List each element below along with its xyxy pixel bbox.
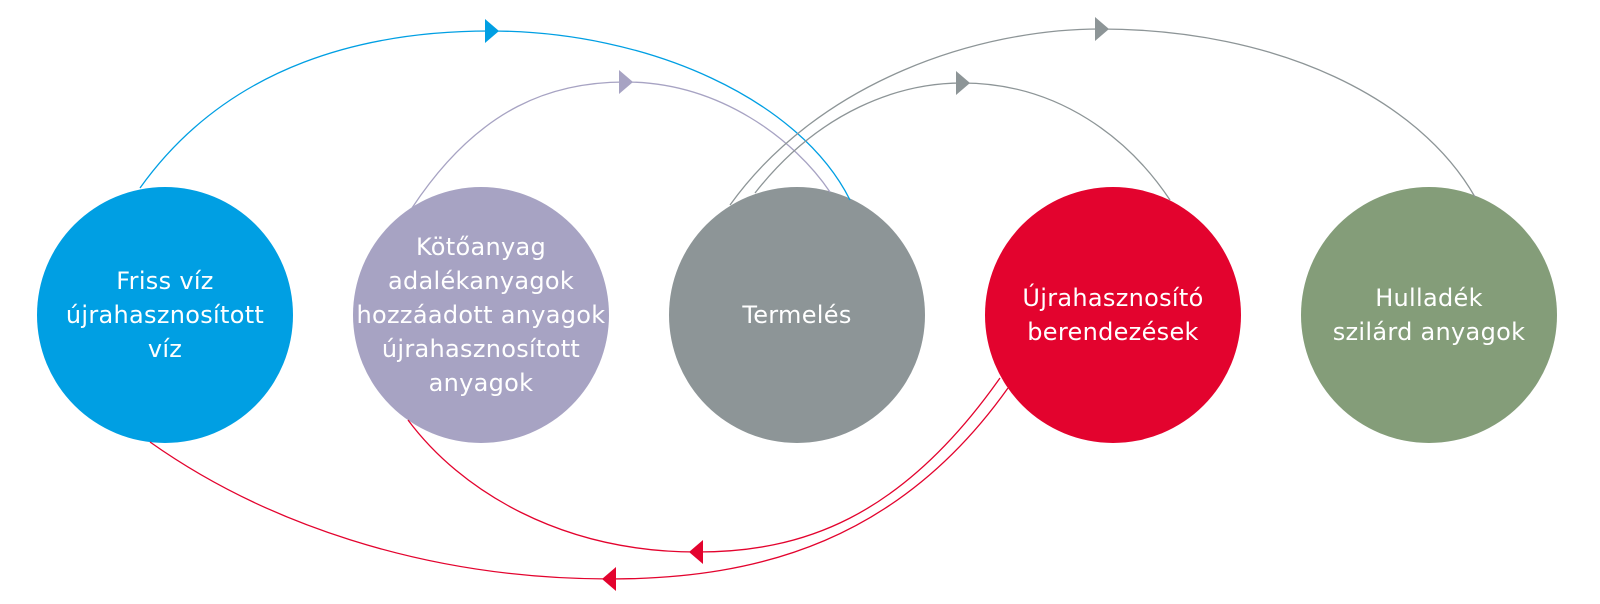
arrowhead-right-icon: [956, 71, 970, 95]
arc-production-to-recycling: [754, 82, 1171, 201]
arrowhead-left-icon: [602, 567, 616, 591]
label-line: adalékanyagok: [387, 267, 575, 295]
label-line: Kötőanyag: [415, 233, 547, 261]
label-line: Termelés: [742, 301, 852, 329]
arrowhead-right-icon: [485, 19, 499, 43]
label-line: víz: [147, 335, 183, 363]
label-line: újrahasznosított: [381, 335, 581, 363]
label-line: újrahasznosított: [65, 301, 265, 329]
label-line: Hulladék: [1375, 284, 1483, 312]
node-production: [669, 187, 925, 443]
label-production: Termelés: [669, 187, 925, 443]
label-line: Újrahasznosító: [1022, 284, 1204, 312]
label-recycling: Újrahasznosító berendezések: [985, 187, 1241, 443]
label-waste: Hulladék szilárd anyagok: [1301, 187, 1557, 443]
arc-fresh-water-to-production: [139, 30, 851, 201]
label-line: Friss víz: [116, 267, 214, 295]
node-binder: [353, 187, 609, 443]
label-fresh-water: Friss víz újrahasznosított víz: [37, 187, 293, 443]
node-fresh-water: [37, 187, 293, 443]
arrowhead-left-icon: [689, 540, 703, 564]
label-line: anyagok: [428, 369, 534, 397]
label-line: hozzáadott anyagok: [356, 301, 606, 329]
label-line: szilárd anyagok: [1332, 318, 1526, 346]
arrowhead-right-icon: [1095, 17, 1109, 41]
node-recycling: [985, 187, 1241, 443]
arrowhead-right-icon: [619, 70, 633, 94]
node-waste: [1301, 187, 1557, 443]
label-line: berendezések: [1027, 318, 1199, 346]
label-binder: Kötőanyag adalékanyagok hozzáadott anyag…: [353, 187, 609, 443]
